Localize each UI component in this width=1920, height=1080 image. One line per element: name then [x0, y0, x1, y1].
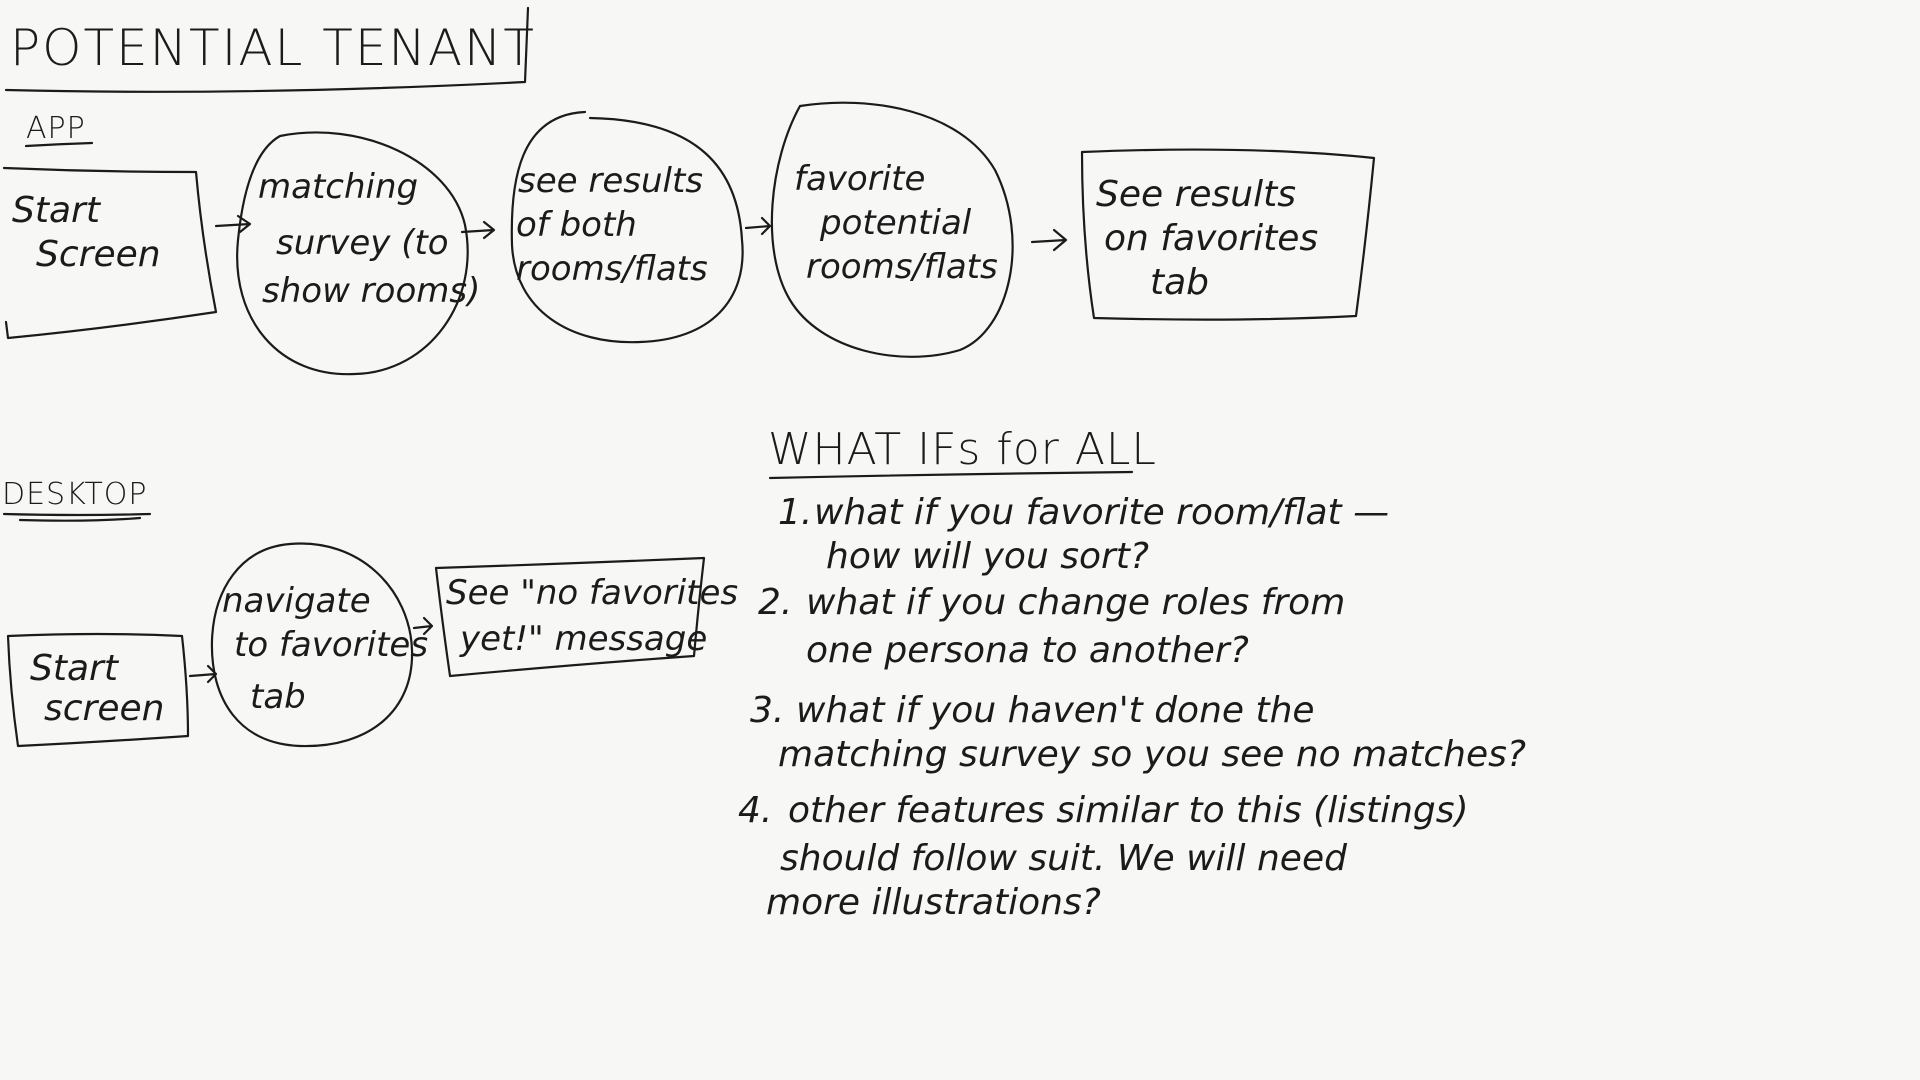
- app-node-2-line-1: matching: [258, 167, 418, 207]
- desktop-node-3-line-2: yet!" message: [459, 619, 707, 659]
- desktop-arrow-1: [188, 664, 218, 684]
- app-node-2-line-2: survey (to: [276, 223, 449, 263]
- app-favorites-box: [1080, 148, 1376, 321]
- app-node-3-line-2: of both: [516, 205, 637, 245]
- what-if-4-line-3: more illustrations?: [766, 882, 1101, 923]
- what-if-item-2: 2. what if you change roles from one per…: [758, 582, 1345, 671]
- what-if-3-line-1: what if you haven't done the: [796, 690, 1315, 731]
- desktop-label: DESKTOP: [2, 477, 147, 512]
- desktop-node-1-line-2: screen: [44, 688, 164, 729]
- app-start-box: [2, 166, 218, 340]
- app-node-4-line-2: potential: [819, 203, 972, 243]
- desktop-node-3-line-1: See "no favorites: [446, 573, 738, 613]
- what-if-1-line-1: what if you favorite room/flat —: [814, 492, 1389, 533]
- title-underline: [4, 6, 530, 93]
- app-node-3-line-1: see results: [518, 161, 703, 201]
- app-node-3-line-3: rooms/flats: [516, 249, 708, 289]
- app-node-matching-survey: matching survey (to show rooms): [236, 131, 480, 376]
- what-ifs-title: WHAT IFs for ALL: [768, 424, 1157, 475]
- desktop-navigate-circle: [210, 542, 414, 748]
- desktop-node-start-screen: Start screen: [6, 632, 190, 748]
- desktop-section: DESKTOP Start screen navigate to favorit…: [2, 477, 738, 748]
- app-node-4-line-1: favorite: [794, 159, 925, 199]
- app-node-1-line-2: Screen: [36, 234, 161, 275]
- app-node-see-results: see results of both rooms/flats: [510, 110, 744, 344]
- app-label-underline: [24, 141, 94, 148]
- app-arrow-3: [744, 216, 772, 236]
- app-arrow-4: [1030, 228, 1068, 252]
- app-label: APP: [26, 111, 86, 146]
- app-node-4-line-3: rooms/flats: [806, 247, 998, 287]
- what-if-2-number: 2.: [758, 582, 792, 623]
- app-node-5-line-1: See results: [1096, 174, 1296, 215]
- what-if-4-line-1: other features similar to this (listings…: [788, 790, 1469, 831]
- what-if-3-number: 3.: [750, 690, 784, 731]
- desktop-node-2-line-3: tab: [250, 677, 306, 717]
- app-node-5-line-2: on favorites: [1104, 218, 1318, 259]
- what-if-2-line-2: one persona to another?: [806, 630, 1249, 671]
- app-arrow-2: [460, 220, 496, 240]
- what-if-3-line-2: matching survey so you see no matches?: [778, 734, 1526, 775]
- desktop-node-no-favorites: See "no favorites yet!" message: [434, 556, 738, 678]
- desktop-message-box: [434, 556, 706, 678]
- desktop-node-navigate: navigate to favorites tab: [210, 542, 428, 748]
- app-results-circle: [510, 110, 744, 344]
- desktop-label-underline: [2, 512, 152, 522]
- what-if-4-line-2: should follow suit. We will need: [780, 838, 1348, 879]
- what-if-1-line-2: how will you sort?: [826, 536, 1149, 577]
- app-arrow-1: [214, 214, 252, 234]
- title-block: POTENTIAL TENANT: [4, 6, 536, 93]
- app-node-start-screen: Start Screen: [2, 166, 218, 340]
- app-favorite-circle: [770, 101, 1014, 358]
- what-if-item-3: 3. what if you haven't done the matching…: [750, 690, 1526, 775]
- app-node-favorite: favorite potential rooms/flats: [770, 101, 1014, 358]
- app-node-1-line-1: Start: [12, 190, 102, 231]
- what-if-1-number: 1.: [778, 492, 812, 533]
- what-if-4-number: 4.: [738, 790, 772, 831]
- desktop-node-2-line-2: to favorites: [234, 625, 428, 665]
- what-ifs-underline: [768, 470, 1134, 480]
- desktop-start-box: [6, 632, 190, 748]
- app-survey-circle: [236, 131, 469, 376]
- app-node-5-line-3: tab: [1150, 262, 1209, 303]
- what-if-item-4: 4. other features similar to this (listi…: [738, 790, 1469, 923]
- app-section: APP Start Screen matching survey (to sho…: [2, 101, 1376, 376]
- desktop-node-2-line-1: navigate: [222, 581, 371, 621]
- desktop-arrow-2: [412, 616, 434, 636]
- app-node-favorites-tab: See results on favorites tab: [1080, 148, 1376, 321]
- what-if-item-1: 1. what if you favorite room/flat — how …: [778, 492, 1389, 577]
- app-node-2-line-3: show rooms): [262, 271, 480, 311]
- what-ifs-section: WHAT IFs for ALL 1. what if you favorite…: [738, 424, 1526, 923]
- page-title: POTENTIAL TENANT: [10, 19, 536, 77]
- what-if-2-line-1: what if you change roles from: [806, 582, 1345, 623]
- desktop-node-1-line-1: Start: [30, 648, 120, 689]
